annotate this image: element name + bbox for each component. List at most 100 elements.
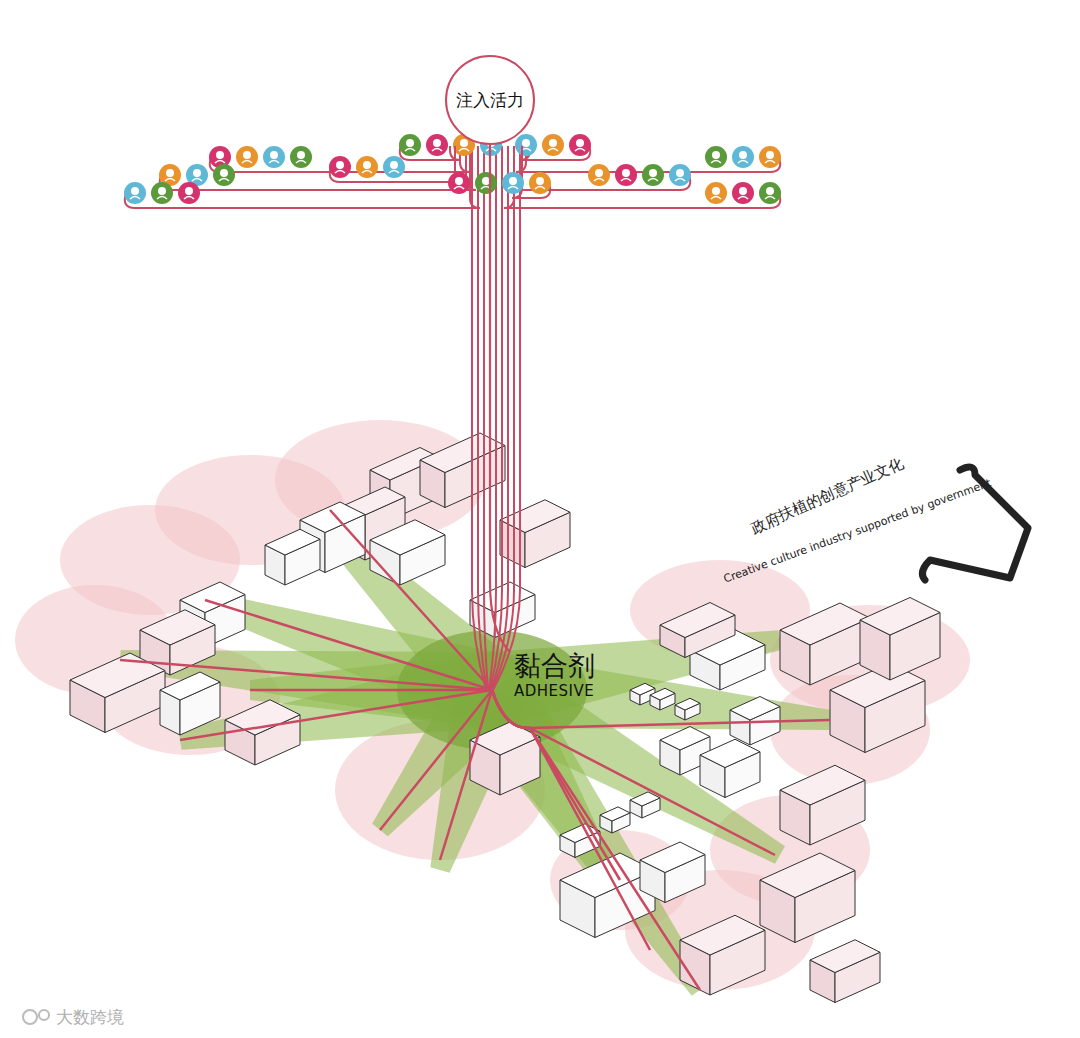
adhesive-hub: 黏合剂ADHESIVE: [510, 648, 599, 702]
building: [225, 700, 300, 765]
building-roof: [640, 842, 705, 873]
icon-disc: [569, 134, 591, 156]
activity-icon: [515, 134, 537, 156]
icon-glyph: [131, 187, 139, 195]
building-roof: [860, 598, 940, 636]
activity-icon: [448, 172, 470, 194]
activity-icon: [732, 182, 754, 204]
vitality-line: [492, 690, 775, 855]
activity-icon: [475, 172, 497, 194]
branch-line: [504, 146, 780, 208]
icon-glyph: [460, 139, 468, 147]
building-roof: [420, 433, 505, 473]
icon-glyph: [575, 149, 585, 152]
icon-disc: [448, 172, 470, 194]
icon-glyph: [522, 139, 530, 147]
icon-glyph: [508, 187, 518, 190]
icon-glyph: [509, 177, 517, 185]
vitality-line: [492, 690, 700, 990]
activity-icon: [642, 164, 664, 186]
bundle-line: [478, 146, 487, 690]
activity-icon: [426, 134, 448, 156]
icon-glyph: [738, 197, 748, 200]
icon-glyph: [739, 187, 747, 195]
building-roof: [760, 853, 855, 898]
building-roof: [810, 940, 880, 973]
icon-disc: [542, 134, 564, 156]
icon-glyph: [336, 161, 344, 169]
icon-glyph: [296, 161, 306, 164]
icon-glyph: [595, 169, 603, 177]
vitality-line: [492, 690, 650, 950]
building-roof: [730, 697, 780, 721]
building: [760, 853, 855, 943]
icon-glyph: [738, 161, 748, 164]
building: [830, 663, 925, 753]
building-roof: [600, 807, 630, 821]
building-roof: [650, 688, 675, 700]
icon-glyph: [765, 197, 775, 200]
activity-icon: [759, 146, 781, 168]
icon-glyph: [216, 151, 224, 159]
watermark-logo: [39, 1010, 49, 1020]
icon-glyph: [454, 187, 464, 190]
icon-glyph: [215, 161, 225, 164]
building-roof: [140, 610, 215, 645]
building: [470, 722, 540, 795]
activity-icon: [236, 146, 258, 168]
bundle-line: [491, 146, 508, 690]
vitality-line: [492, 690, 620, 880]
icon-glyph: [594, 179, 604, 182]
vitality-line: [380, 690, 492, 830]
icon-glyph: [270, 151, 278, 159]
icon-disc: [236, 146, 258, 168]
icon-disc: [732, 182, 754, 204]
icon-glyph: [765, 161, 775, 164]
icon-disc: [759, 146, 781, 168]
icon-disc: [515, 134, 537, 156]
building-roof: [780, 765, 865, 805]
activity-icon: [356, 156, 378, 178]
icon-glyph: [192, 179, 202, 182]
icon-glyph: [219, 179, 229, 182]
vitality-line: [205, 600, 492, 690]
activity-icon: [329, 156, 351, 178]
vitality-line: [180, 690, 492, 740]
connector: [490, 145, 510, 652]
icon-glyph: [535, 187, 545, 190]
icon-disc: [383, 156, 405, 178]
branch-line: [160, 146, 476, 190]
building: [630, 792, 660, 818]
icon-disc: [759, 182, 781, 204]
building: [500, 500, 570, 568]
green-arm: [473, 657, 785, 864]
icon-glyph: [269, 161, 279, 164]
activity-icon: [399, 134, 421, 156]
building: [420, 433, 505, 508]
icon-disc: [502, 172, 524, 194]
icon-glyph: [165, 179, 175, 182]
building: [780, 765, 865, 845]
icon-disc: [669, 164, 691, 186]
icon-disc: [151, 182, 173, 204]
vitality-line: [440, 690, 492, 860]
node-title: 黏合剂: [514, 650, 595, 682]
icon-glyph: [157, 197, 167, 200]
icon-glyph: [622, 169, 630, 177]
watermark: 大数跨境: [56, 1006, 124, 1029]
icon-glyph: [766, 187, 774, 195]
icon-glyph: [455, 177, 463, 185]
icon-disc: [732, 146, 754, 168]
icon-glyph: [389, 171, 399, 174]
icon-glyph: [711, 161, 721, 164]
building-roof: [160, 672, 220, 700]
bundle-line: [492, 146, 514, 690]
icon-disc: [615, 164, 637, 186]
vitality-circle: 注入活力: [445, 55, 535, 145]
icon-glyph: [536, 177, 544, 185]
building-roof: [630, 683, 655, 695]
activity-icon: [588, 164, 610, 186]
building-roof: [370, 520, 445, 555]
icon-glyph: [482, 177, 490, 185]
